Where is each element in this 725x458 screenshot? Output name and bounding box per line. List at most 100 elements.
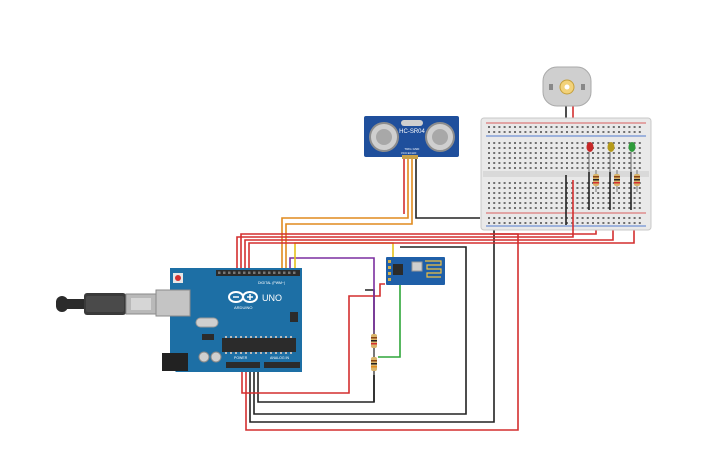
breadboard-hole xyxy=(550,217,553,219)
breadboard-hole xyxy=(581,157,584,159)
breadboard-hole xyxy=(592,192,594,194)
resistor-1[interactable] xyxy=(593,170,599,192)
led-green[interactable] xyxy=(628,142,636,172)
breadboard-hole xyxy=(508,222,511,224)
digital-pin xyxy=(238,271,241,274)
breadboard-hole xyxy=(597,142,600,144)
breadboard-hole xyxy=(628,167,631,169)
usb-cable[interactable] xyxy=(56,293,157,315)
digital-pin xyxy=(273,271,276,274)
breadboard-hole xyxy=(519,202,522,204)
breadboard-hole xyxy=(607,157,610,159)
breadboard-hole xyxy=(534,192,537,194)
breadboard-hole xyxy=(633,202,636,204)
breadboard-hole xyxy=(488,131,490,133)
breadboard-hole xyxy=(618,162,620,164)
breadboard-hole xyxy=(592,217,594,219)
resistor-off-board-1[interactable] xyxy=(371,330,377,352)
breadboard-hole xyxy=(550,182,553,184)
breadboard-hole xyxy=(540,152,542,154)
breadboard-hole xyxy=(638,162,641,164)
breadboard-hole xyxy=(488,157,490,159)
arduino-digital-pins xyxy=(218,271,296,274)
breadboard-hole xyxy=(607,192,610,194)
breadboard-hole xyxy=(488,187,490,189)
breadboard-hole xyxy=(540,182,542,184)
wire-black-gnd[interactable] xyxy=(415,158,480,219)
chip-pin xyxy=(265,352,267,354)
breadboard-hole xyxy=(524,202,527,204)
breadboard-hole xyxy=(514,131,516,133)
wire-purple[interactable] xyxy=(289,257,375,340)
breadboard-hole xyxy=(550,187,553,189)
breadboard-hole xyxy=(633,126,636,128)
breadboard-hole xyxy=(534,202,537,204)
breadboard-hole xyxy=(534,126,537,128)
chip-pin xyxy=(290,352,292,354)
breadboard-hole xyxy=(571,162,574,164)
breadboard-hole xyxy=(519,207,522,209)
breadboard-hole xyxy=(612,207,615,209)
breadboard-hole xyxy=(529,202,532,204)
breadboard-hole xyxy=(623,162,626,164)
breadboard-hole xyxy=(503,197,506,199)
ultrasonic-sensor[interactable]: HC-SR04 VCC TRIG ECHO GND xyxy=(364,116,459,159)
breadboard-hole xyxy=(524,187,527,189)
breadboard-hole xyxy=(560,182,563,184)
chip-pin xyxy=(270,336,272,338)
breadboard-hole xyxy=(550,202,553,204)
breadboard-hole xyxy=(503,131,506,133)
breadboard-hole xyxy=(586,126,589,128)
breadboard-hole xyxy=(493,202,496,204)
chip-pin xyxy=(230,336,232,338)
breadboard-hole xyxy=(545,147,548,149)
breadboard-hole xyxy=(519,126,522,128)
chip-pin xyxy=(280,336,282,338)
wire-black-esp[interactable] xyxy=(253,246,467,415)
wire-orange-trig[interactable] xyxy=(281,158,409,270)
breadboard-hole xyxy=(592,207,594,209)
breadboard-hole xyxy=(508,197,511,199)
breadboard-hole xyxy=(566,207,568,209)
wire-red-bus-3[interactable] xyxy=(244,230,614,270)
arduino-uno[interactable]: UNO ARDUINO DIGITAL (PWM~) POWER ANALOG … xyxy=(155,268,302,372)
wire-red-bus-4[interactable] xyxy=(248,230,635,270)
wire-red-mid[interactable] xyxy=(241,283,385,394)
breadboard-hole xyxy=(571,147,574,149)
breadboard-hole xyxy=(602,131,605,133)
breadboard-hole xyxy=(555,217,558,219)
arduino-power-header xyxy=(226,362,260,368)
breadboard-hole xyxy=(524,182,527,184)
dc-motor[interactable] xyxy=(542,66,592,107)
wifi-module[interactable] xyxy=(386,257,445,285)
breadboard-hole xyxy=(493,197,496,199)
breadboard-hole xyxy=(618,187,620,189)
breadboard-hole xyxy=(566,162,568,164)
wire-orange-echo[interactable] xyxy=(285,158,413,270)
breadboard-hole xyxy=(560,167,563,169)
wire-red-bus-2[interactable] xyxy=(240,230,597,270)
wire-yellow[interactable] xyxy=(294,242,394,270)
breadboard-hole xyxy=(576,162,579,164)
led-red[interactable] xyxy=(586,142,594,172)
digital-pin xyxy=(253,271,256,274)
breadboard-hole xyxy=(612,142,615,144)
breadboard-hole xyxy=(529,131,532,133)
esp-pin xyxy=(388,278,391,281)
chip-pin xyxy=(260,336,262,338)
breadboard-hole xyxy=(592,131,594,133)
led-yellow[interactable] xyxy=(607,142,615,172)
resistor-2[interactable] xyxy=(614,170,620,192)
breadboard-hole xyxy=(576,147,579,149)
breadboard-hole xyxy=(560,192,563,194)
resistor-3[interactable] xyxy=(634,170,640,192)
resistor-off-board-2[interactable] xyxy=(371,352,377,375)
breadboard-hole xyxy=(503,217,506,219)
breadboard-hole xyxy=(540,222,542,224)
digital-pin xyxy=(223,271,226,274)
breadboard-hole xyxy=(633,167,636,169)
breadboard-hole xyxy=(566,142,568,144)
wire-green-esp[interactable] xyxy=(378,283,401,358)
breadboard-hole xyxy=(508,217,511,219)
breadboard-hole xyxy=(566,131,568,133)
